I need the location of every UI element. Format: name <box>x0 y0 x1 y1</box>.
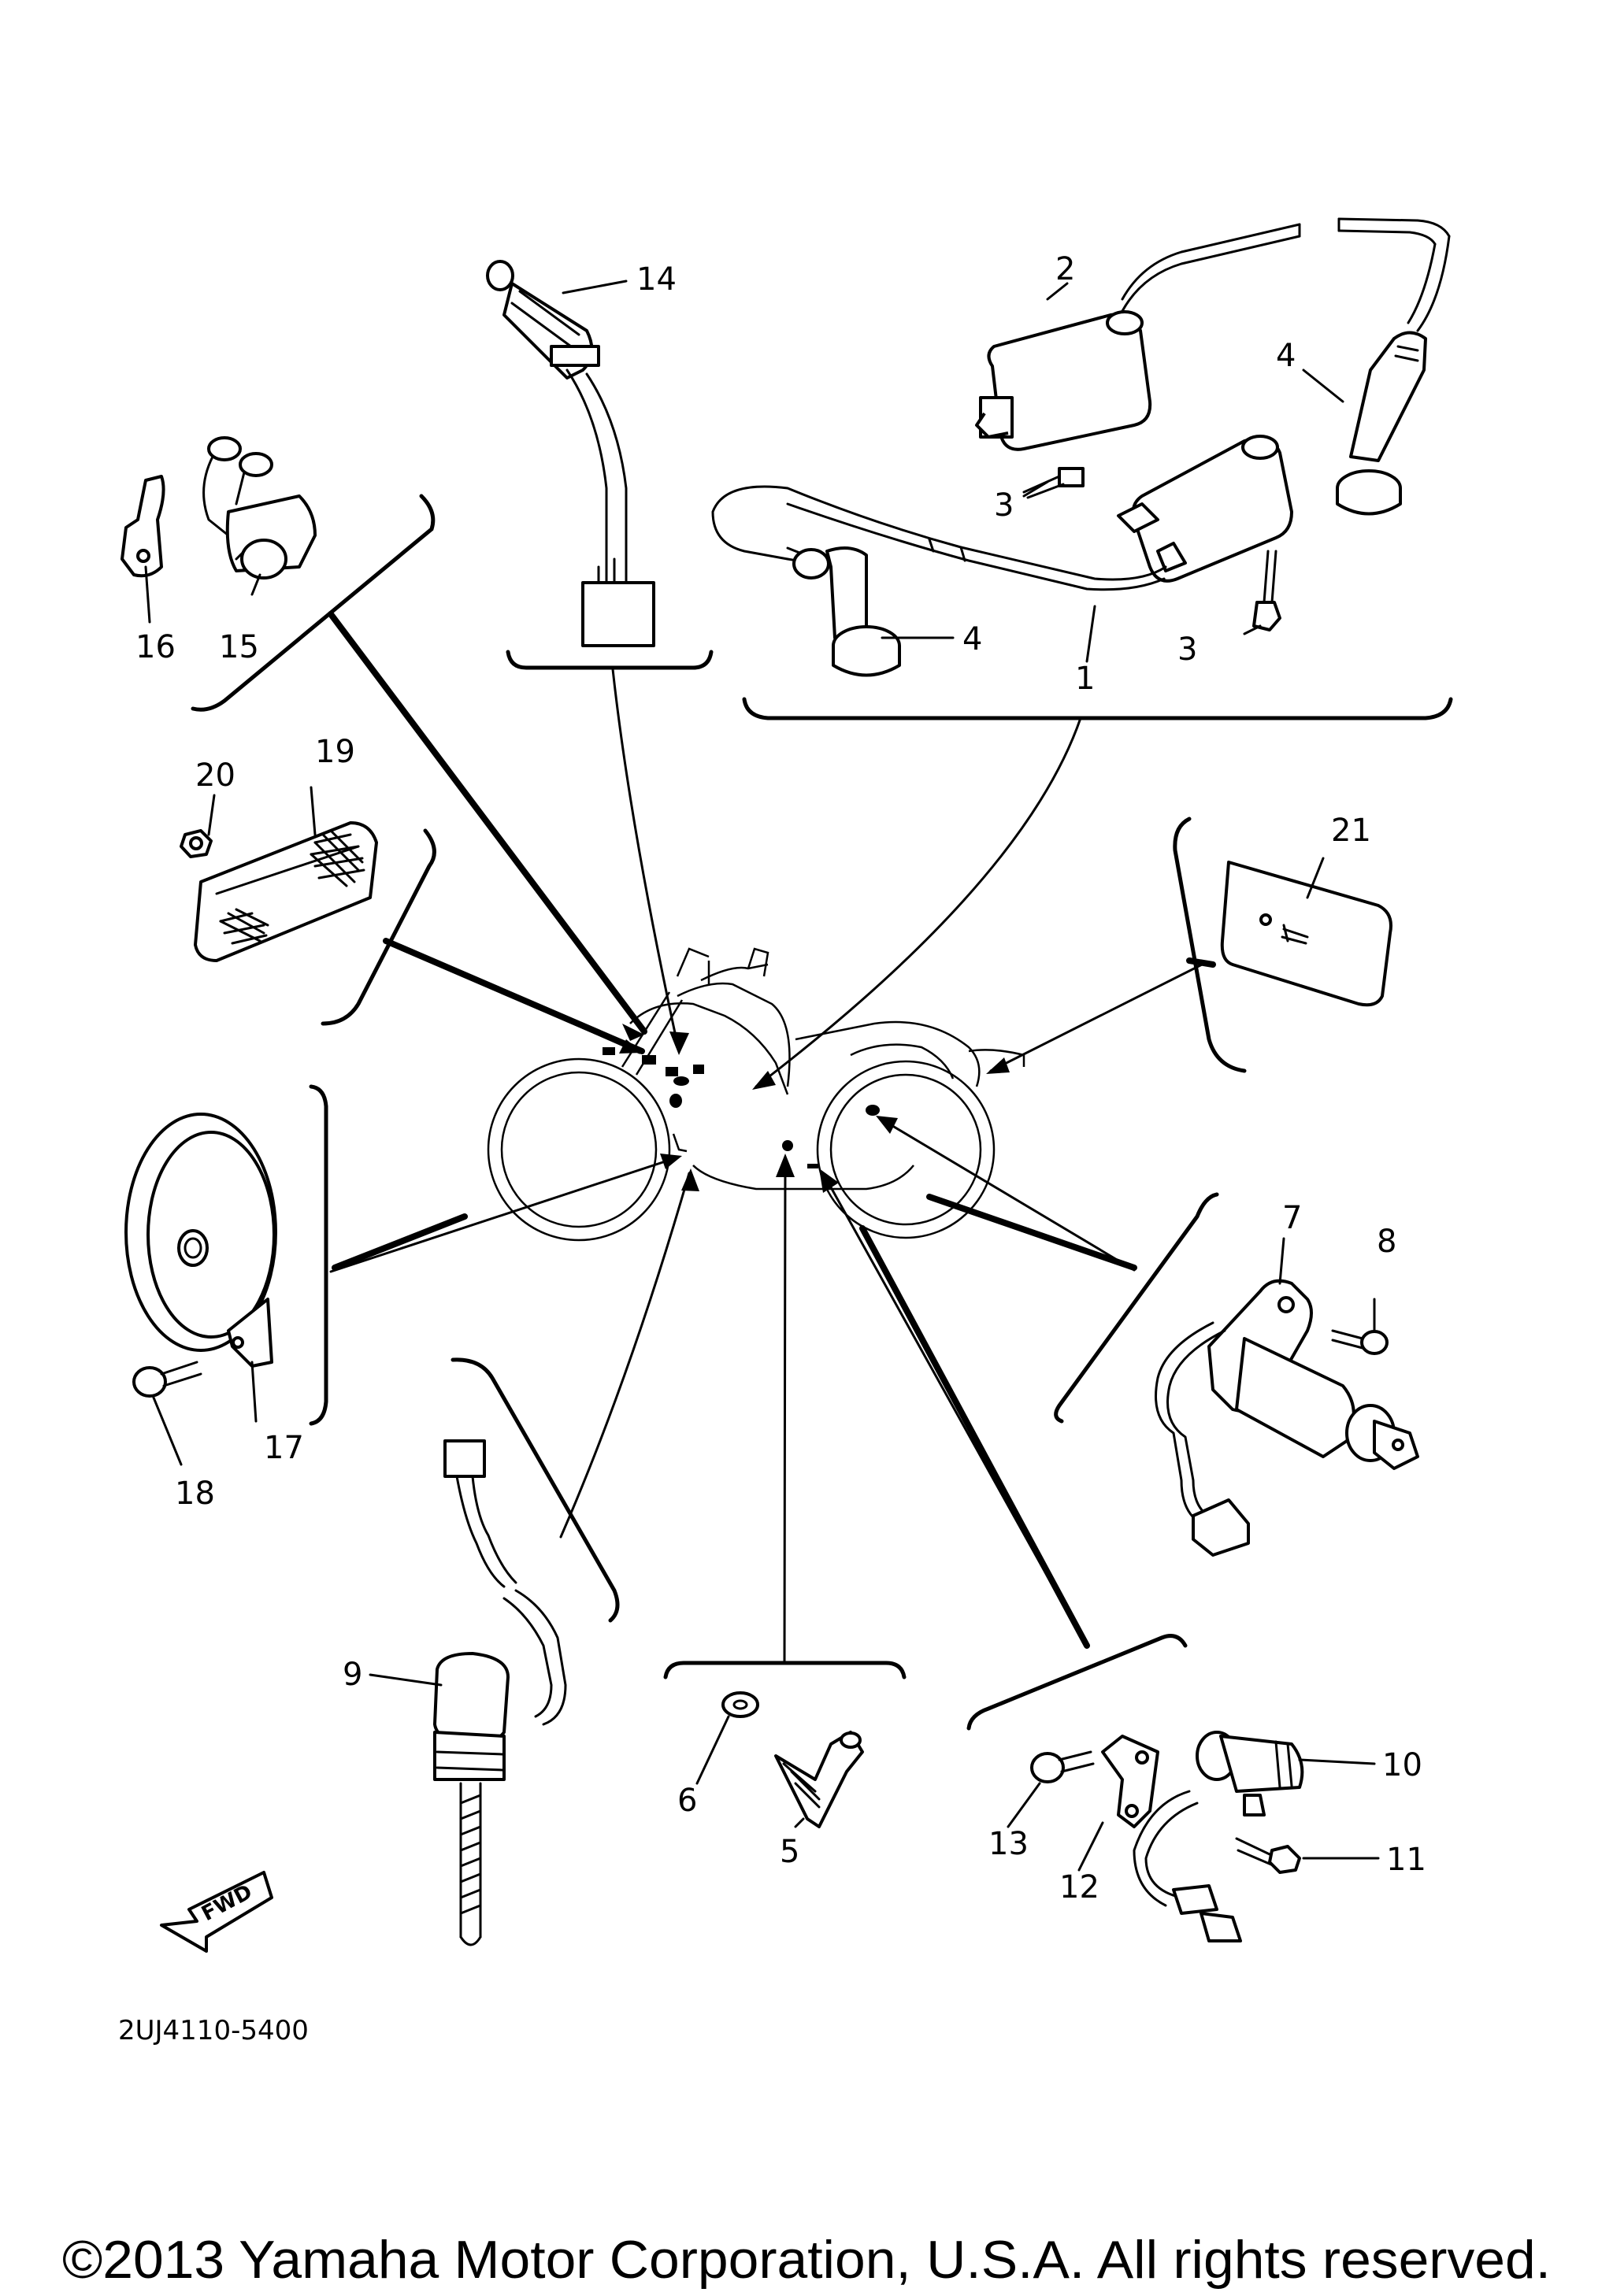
callout-21: 21 <box>1331 813 1371 849</box>
callout-7: 7 <box>1282 1200 1302 1236</box>
callout-numbers: 2 4 3 4 1 3 14 15 16 20 19 21 7 8 17 18 … <box>135 251 1426 1905</box>
copyright-notice: ©2013 Yamaha Motor Corporation, U.S.A. A… <box>62 2230 1551 2290</box>
callout-5: 5 <box>780 1834 799 1870</box>
callout-3: 3 <box>994 487 1014 524</box>
callout-4: 4 <box>1276 338 1296 374</box>
brake-switch-10 <box>1133 1731 1304 1942</box>
arrow-lines <box>329 613 1208 1665</box>
sensor-5 <box>774 1731 864 1828</box>
callout-10: 10 <box>1382 1747 1422 1783</box>
ignition-coil-upper <box>975 217 1451 451</box>
bracket-main-switch <box>1054 1192 1219 1424</box>
leader-lines <box>328 611 1216 1649</box>
neutral-switch-9 <box>433 1439 567 1946</box>
spark-plug-cap-upper <box>1336 331 1427 516</box>
bracket-reflector-19 <box>321 828 436 1026</box>
main-switch-7 <box>1155 1279 1419 1557</box>
bracket-sensor-5 <box>663 1661 907 1679</box>
motorcycle-silhouette <box>487 947 1025 1242</box>
bracket-16 <box>121 475 165 578</box>
bolt-18 <box>132 1361 202 1398</box>
fwd-arrow-icon: FWD <box>160 1871 273 1953</box>
nut-20 <box>180 829 213 858</box>
horn-17 <box>124 1113 277 1368</box>
callout-12: 12 <box>1059 1869 1099 1905</box>
spark-plug-cap-lower <box>792 546 901 677</box>
callout-4: 4 <box>962 621 982 657</box>
reflector-21 <box>1220 861 1392 1007</box>
callout-1: 1 <box>1075 661 1095 697</box>
callout-17: 17 <box>264 1430 304 1466</box>
bracket-switch-14 <box>506 650 714 670</box>
callout-18: 18 <box>175 1476 215 1512</box>
bracket-reflector-21 <box>1173 817 1247 1073</box>
relay-15 <box>202 436 317 580</box>
callout-16: 16 <box>135 629 176 665</box>
screw-11 <box>1235 1837 1301 1874</box>
callout-2: 2 <box>1055 251 1075 287</box>
callout-3: 3 <box>1177 631 1197 668</box>
bolt-3-upper <box>1022 467 1085 499</box>
washer-6 <box>721 1691 759 1718</box>
callout-15: 15 <box>219 629 259 665</box>
screw-8 <box>1331 1329 1389 1355</box>
callout-19: 19 <box>315 734 355 770</box>
switch-14 <box>486 260 655 647</box>
callout-6: 6 <box>677 1783 697 1819</box>
bolt-3-lower <box>1252 550 1281 631</box>
callout-9: 9 <box>343 1657 362 1693</box>
callout-leaders <box>144 280 1380 1872</box>
bracket-ignition-coils <box>742 697 1453 720</box>
bracket-neutral-switch <box>451 1357 620 1623</box>
callout-11: 11 <box>1386 1842 1426 1878</box>
callout-14: 14 <box>636 261 677 298</box>
callout-8: 8 <box>1377 1224 1396 1260</box>
ignition-coil-lower <box>711 435 1293 591</box>
reflector-19 <box>194 821 378 962</box>
callout-13: 13 <box>988 1826 1029 1862</box>
bolt-13 <box>1030 1750 1095 1783</box>
bracket-12 <box>1101 1735 1159 1828</box>
bracket-horn <box>309 1084 328 1426</box>
diagram-code: 2UJ4110-5400 <box>118 2015 309 2046</box>
callout-20: 20 <box>195 757 235 794</box>
bracket-brake-switch <box>966 1634 1188 1731</box>
